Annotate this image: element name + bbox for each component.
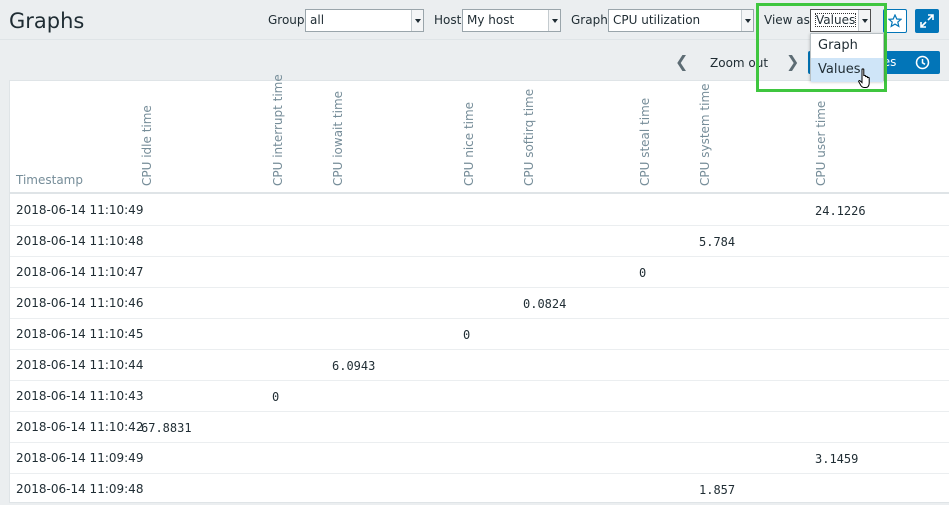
clock-icon [915, 55, 930, 70]
row-timestamp: 2018-06-14 11:10:44 [16, 358, 144, 372]
group-select-value: all [310, 13, 325, 27]
add-to-favorites-button[interactable] [883, 9, 907, 33]
column-header: CPU iowait time [331, 76, 346, 186]
group-select[interactable]: all [305, 9, 424, 32]
column-header: CPU softirq time [522, 76, 537, 186]
table-row: 2018-06-14 11:10:49 24.1226 [10, 195, 949, 226]
host-label: Host [434, 13, 462, 27]
column-header: CPU interrupt time [271, 74, 286, 186]
row-timestamp: 2018-06-14 11:09:49 [16, 451, 144, 465]
star-icon [888, 14, 902, 28]
column-header-label: CPU softirq time [522, 88, 536, 186]
column-header: CPU steal time [638, 76, 653, 186]
column-header-label: CPU iowait time [331, 90, 345, 186]
column-header: CPU user time [814, 76, 829, 186]
table-row: 2018-06-14 11:10:47 0 [10, 257, 949, 288]
chevron-left-icon[interactable]: ❮ [675, 52, 689, 71]
pointer-cursor-icon [858, 68, 870, 88]
row-timestamp: 2018-06-14 11:10:46 [16, 296, 144, 310]
column-header-label: CPU nice time [462, 101, 476, 186]
row-value: 0 [639, 266, 647, 280]
expand-icon [920, 14, 934, 28]
graph-select[interactable]: CPU utilization [608, 9, 754, 32]
fullscreen-button[interactable] [915, 9, 939, 33]
row-timestamp: 2018-06-14 11:10:47 [16, 265, 144, 279]
table-header: Timestamp CPU idle time CPU interrupt ti… [10, 74, 949, 194]
graph-label: Graph [571, 13, 608, 27]
timestamp-header: Timestamp [16, 173, 83, 187]
row-value: 5.784 [699, 235, 736, 249]
column-header-label: CPU steal time [638, 97, 652, 186]
table-row: 2018-06-14 11:10:48 5.784 [10, 226, 949, 257]
group-label: Group [268, 13, 305, 27]
table-row: 2018-06-14 11:09:48 1.857 [10, 474, 949, 505]
view-as-label: View as [764, 13, 810, 27]
row-timestamp: 2018-06-14 11:10:42 [16, 420, 144, 434]
values-table: Timestamp CPU idle time CPU interrupt ti… [9, 74, 949, 505]
host-select-value: My host [467, 13, 515, 27]
chevron-down-icon [858, 10, 870, 31]
table-row: 2018-06-14 11:10:44 6.0943 [10, 350, 949, 381]
row-value: 1.857 [699, 483, 736, 497]
row-timestamp: 2018-06-14 11:10:43 [16, 389, 144, 403]
column-header: CPU nice time [462, 76, 477, 186]
row-value: 6.0943 [332, 359, 376, 373]
column-header-label: CPU idle time [140, 105, 154, 186]
row-value: 0.0824 [523, 297, 567, 311]
dropdown-option-values[interactable]: Values [811, 58, 883, 82]
row-timestamp: 2018-06-14 11:10:45 [16, 327, 144, 341]
row-value: 67.8831 [141, 421, 192, 435]
table-row: 2018-06-14 11:10:45 0 [10, 319, 949, 350]
chevron-down-icon [741, 10, 753, 31]
view-as-select-value: Values [815, 13, 857, 27]
row-timestamp: 2018-06-14 11:10:49 [16, 203, 144, 217]
column-header-label: CPU system time [698, 83, 712, 186]
dropdown-option-graph[interactable]: Graph [818, 38, 858, 53]
view-as-select[interactable]: Values [810, 9, 871, 32]
row-value: 0 [272, 390, 280, 404]
table-row: 2018-06-14 11:10:43 0 [10, 381, 949, 412]
column-header: CPU system time [698, 76, 713, 186]
header-bar: Graphs Group all Host My host Graph CPU … [0, 0, 949, 40]
row-timestamp: 2018-06-14 11:09:48 [16, 482, 144, 496]
row-timestamp: 2018-06-14 11:10:48 [16, 234, 144, 248]
zoom-bar: ❮ Zoom out ❯ tes [0, 48, 949, 78]
graph-select-value: CPU utilization [613, 13, 701, 27]
row-value: 3.1459 [815, 452, 859, 466]
table-row: 2018-06-14 11:10:46 0.0824 [10, 288, 949, 319]
zoom-out-button[interactable]: Zoom out [710, 56, 769, 70]
chevron-down-icon [411, 10, 423, 31]
row-value: 24.1226 [815, 204, 866, 218]
page-title: Graphs [9, 9, 85, 33]
table-row: 2018-06-14 11:09:49 3.1459 [10, 443, 949, 474]
chevron-right-icon[interactable]: ❯ [786, 52, 800, 71]
host-select[interactable]: My host [462, 9, 561, 32]
column-header-label: CPU user time [814, 100, 828, 186]
chevron-down-icon [548, 10, 560, 31]
view-as-dropdown: Graph Values [810, 33, 884, 82]
column-header: CPU idle time [140, 76, 155, 186]
column-header-label: CPU interrupt time [271, 74, 285, 186]
row-value: 0 [463, 328, 471, 342]
